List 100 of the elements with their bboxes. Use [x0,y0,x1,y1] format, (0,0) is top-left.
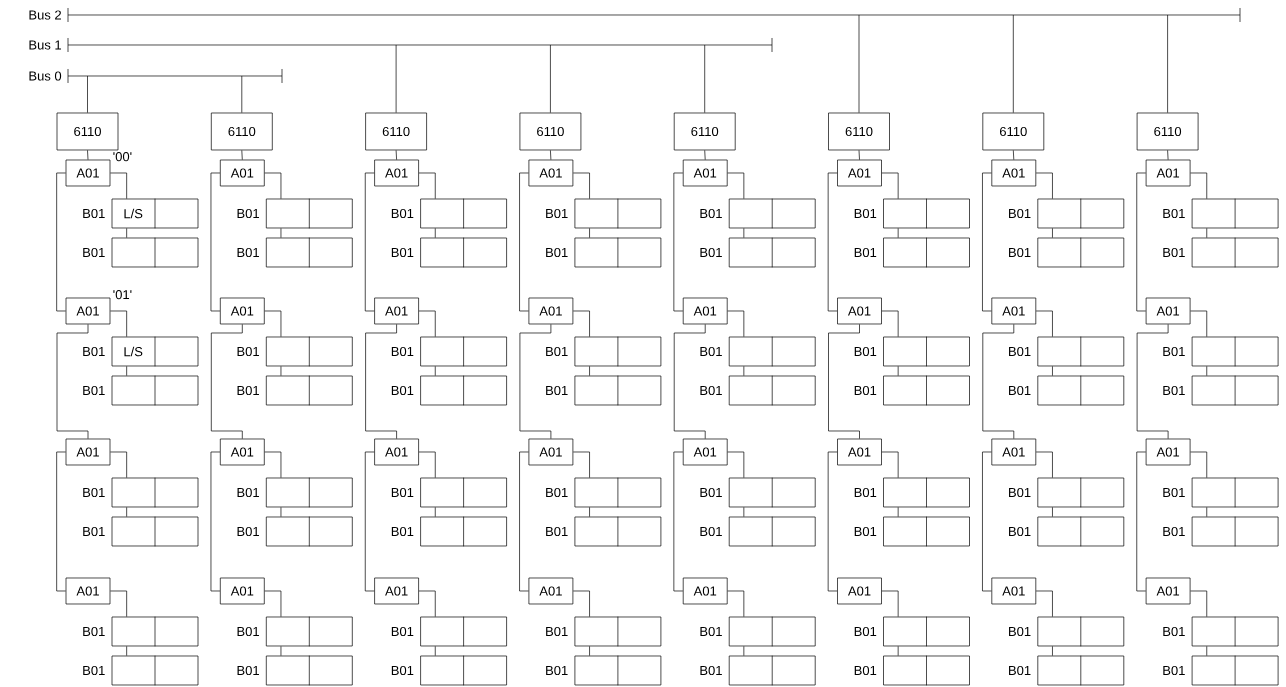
node-label: B01 [237,247,259,258]
adapter-box: A01 [374,577,419,605]
adapter-box: A01 [1145,577,1191,605]
connector-line [56,451,66,592]
slot-box: B01 [854,237,970,268]
slot-box: B01 [1009,336,1125,367]
node-label: B01 [237,526,259,537]
connector-line [418,451,436,478]
slot-box: B01 [391,516,507,547]
connector-line [572,310,590,337]
node-label: B01 [1163,626,1185,637]
node-label: B01 [1163,526,1185,537]
slot-box: B01 [546,616,662,647]
slot-box: B01 [854,516,970,547]
node-label: B01 [854,626,877,637]
connector-line [280,366,282,376]
connector-line [572,590,590,617]
node-label: B01 [854,665,877,676]
node-label: B01 [237,208,259,219]
slot-box: B01 [854,477,970,508]
connector-line [1052,228,1053,238]
slot-box: B01 [237,375,353,406]
node-label: B01 [83,487,105,498]
node-label: B01 [546,626,568,637]
connector-line [280,646,282,656]
slot-box: B01 [83,516,199,547]
slot-box: B01 [1163,375,1279,406]
slot-box: B01 L/S [83,336,199,367]
slot-box: B01 [700,477,816,508]
node-label: B01 [1009,487,1031,498]
slot-box: B01 [1163,655,1279,686]
connector-line [395,44,397,113]
slot-box: B01 [83,655,199,686]
slot-box: B01 [546,336,662,367]
slot-box: B01 [1163,198,1279,229]
node-label: B01 [237,346,259,357]
connector-line [418,310,436,337]
slot-box: B01 [1163,477,1279,508]
connector-line [982,451,992,592]
connector-line [827,451,838,592]
slot-box: B01 [700,198,816,229]
connector-line [1012,150,1015,160]
connector-line [1035,451,1053,478]
controller-box: 6110 [210,112,273,151]
slot-box: B01 [1009,237,1125,268]
slot-box: B01 [546,375,662,406]
connector-line [126,507,127,517]
bus-line: Bus 1 [29,37,773,53]
node-label: B01 [237,665,259,676]
connector-line [210,172,221,312]
node-label: B01 [546,346,568,357]
slot-box: B01 [854,655,970,686]
slot-box: B01 [83,375,199,406]
slot-box: B01 [546,198,662,229]
node-label: B01 [854,487,877,498]
slot-box: B01 [83,616,199,647]
connector-line [364,172,375,312]
slot-box: B01 [391,198,507,229]
node-label: B01 [854,526,877,537]
connector-line [519,324,552,439]
connector-line [395,150,397,160]
node-label: B01 [546,385,568,396]
node-label: B01 [1009,385,1031,396]
slot-box: B01 [546,477,662,508]
connector-line [126,366,127,376]
connector-line [704,150,706,160]
slot-box: B01 [391,237,507,268]
connector-line [897,366,899,376]
bus-line: Bus 2 [29,7,1241,23]
bus-line: Bus 0 [29,68,283,84]
adapter-box: A01 [374,297,419,325]
connector-line [210,324,243,439]
connector-line [589,366,590,376]
slot-box: B01 [237,336,353,367]
node-label: B01 [700,665,722,676]
slot-box: B01 [700,237,816,268]
node-label: B01 [391,247,414,258]
connector-line [264,590,282,617]
slot-box: B01 [1163,616,1279,647]
slot-box: B01 [854,198,970,229]
adapter-box: A01 [1145,438,1191,466]
connector-line [1167,14,1168,113]
connector-line [364,451,375,592]
connector-line [982,324,1015,439]
node-label: B01 [391,346,414,357]
node-label: B01 [546,526,568,537]
adapter-box: A01 [837,297,882,325]
connector-line [1190,590,1208,617]
connector-line [126,228,127,238]
connector-line [572,172,590,199]
adapter-box: A01 [1145,297,1191,325]
slot-box: B01 L/S [83,198,199,229]
connector-line [56,172,66,312]
slot-box: B01 [83,237,199,268]
slot-box: B01 [1009,477,1125,508]
connector-line [434,646,436,656]
node-label: B01 [391,526,414,537]
node-label: B01 [1009,626,1031,637]
connector-line [673,172,684,312]
connector-line [126,646,127,656]
